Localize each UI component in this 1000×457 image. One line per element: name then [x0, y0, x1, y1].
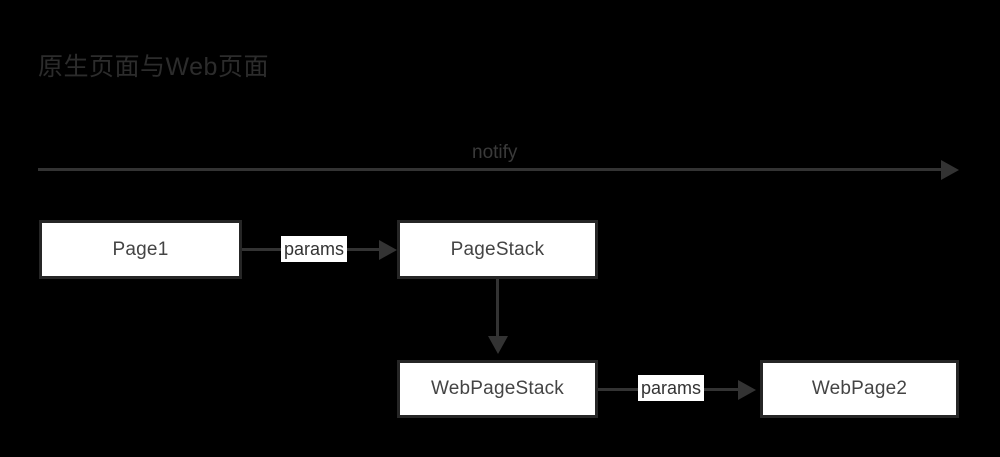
node-page1[interactable]: Page1 — [39, 220, 242, 279]
node-webpage2[interactable]: WebPage2 — [760, 360, 959, 418]
edge-pagestack-to-webpagestack-line — [496, 279, 499, 338]
node-pagestack[interactable]: PageStack — [397, 220, 598, 279]
edge-label-params-2: params — [638, 375, 705, 401]
notify-timeline-label: notify — [472, 142, 518, 163]
edge-webpagestack-to-webpage2-arrowhead-icon — [738, 380, 756, 400]
page-title: 原生页面与Web页面 — [38, 53, 269, 81]
edge-label-params-1: params — [281, 236, 348, 262]
node-webpagestack[interactable]: WebPageStack — [397, 360, 598, 418]
notify-timeline-line — [38, 168, 941, 171]
edge-page1-to-pagestack-arrowhead-icon — [379, 240, 397, 260]
edge-pagestack-to-webpagestack-arrowhead-icon — [488, 336, 508, 354]
notify-arrowhead-icon — [941, 160, 959, 180]
